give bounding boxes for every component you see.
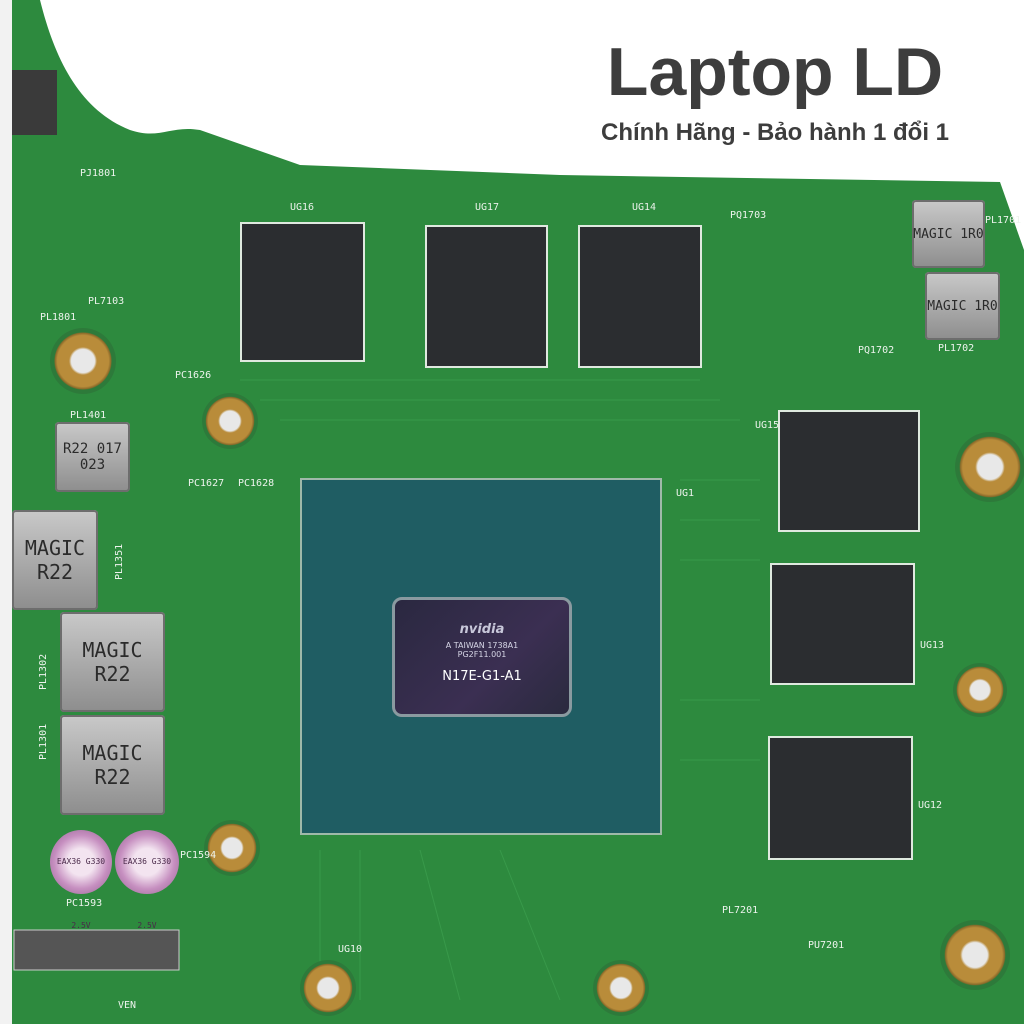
chip-label: UG12 <box>918 800 943 811</box>
brand-overlay: Laptop LD Chính Hãng - Bảo hành 1 đổi 1 <box>560 34 990 148</box>
silkscreen-label: PJ1801 <box>80 168 117 179</box>
silkscreen-label: PC1594 <box>180 850 217 861</box>
silkscreen-label: PC1627 <box>188 478 225 489</box>
brand-title: Laptop LD <box>606 34 944 110</box>
traces <box>240 379 760 1001</box>
inductor: R22 017 023 <box>55 422 130 492</box>
mounting-hole <box>204 820 260 876</box>
capacitor: EAX36 G330 2.5V <box>50 830 112 930</box>
silkscreen-label: UG1 <box>676 488 695 499</box>
silkscreen-label: PC1593 <box>66 898 103 909</box>
gpu-model: N17E-G1-A1 <box>442 669 522 684</box>
silkscreen-label: PL7103 <box>88 296 125 307</box>
silkscreen-label: PQ1703 <box>730 210 767 221</box>
silkscreen-label: PC1628 <box>238 478 275 489</box>
inductor: MAGIC 1R0 <box>912 200 985 268</box>
left-edge <box>0 0 12 1024</box>
connector-bottom <box>13 929 180 971</box>
chip-label: UG13 <box>920 640 945 651</box>
mounting-hole <box>953 663 1007 717</box>
inductor-ref: PL1401 <box>70 410 107 421</box>
memory-chip <box>770 563 915 685</box>
silkscreen-label: PQ1702 <box>858 345 895 356</box>
inductor: MAGIC 1R0 <box>925 272 1000 340</box>
memory-chip <box>778 410 920 532</box>
chip-label: UG15 <box>755 420 780 431</box>
connector <box>12 70 57 135</box>
gpu-die: nvidia A TAIWAN 1738A1 PG2F11.001 N17E-G… <box>392 597 572 717</box>
silkscreen-label: PL1702 <box>938 343 975 354</box>
chip-label: UG16 <box>290 202 315 213</box>
silkscreen-label: PL7201 <box>722 905 759 916</box>
inductor: MAGIC R22 <box>12 510 98 610</box>
mounting-hole <box>593 960 649 1016</box>
gpu-logo: nvidia <box>459 622 505 637</box>
silkscreen-label: UG10 <box>338 944 363 955</box>
brand-subtitle: Chính Hãng - Bảo hành 1 đổi 1 <box>601 119 949 146</box>
inductor: MAGIC R22 <box>60 612 165 712</box>
mounting-hole <box>202 393 258 449</box>
mounting-hole <box>300 960 356 1016</box>
chip-label: UG17 <box>475 202 500 213</box>
inductor: MAGIC R22 <box>60 715 165 815</box>
silkscreen-label: VEN <box>118 1000 137 1011</box>
memory-chip <box>578 225 702 368</box>
silkscreen-label: PL1801 <box>40 312 77 323</box>
gpu-line1: A TAIWAN 1738A1 <box>445 641 519 650</box>
chip-label: UG14 <box>632 202 657 213</box>
silkscreen-label: PC1626 <box>175 370 212 381</box>
memory-chip <box>425 225 548 368</box>
capacitor: EAX36 G330 2.5V <box>115 830 179 930</box>
mounting-hole <box>955 432 1024 502</box>
inductor-ref: PL1302 <box>38 653 49 690</box>
gpu-line2: PG2F11.001 <box>457 650 507 659</box>
silkscreen-label: PL1701 <box>985 215 1022 226</box>
mounting-hole <box>940 920 1010 990</box>
memory-chip <box>768 736 913 860</box>
inductor-ref: PL1301 <box>38 723 49 760</box>
silkscreen-label: PU7201 <box>808 940 845 951</box>
memory-chip <box>240 222 365 362</box>
inductor-ref: PL1351 <box>114 543 125 580</box>
mounting-hole <box>50 328 116 394</box>
